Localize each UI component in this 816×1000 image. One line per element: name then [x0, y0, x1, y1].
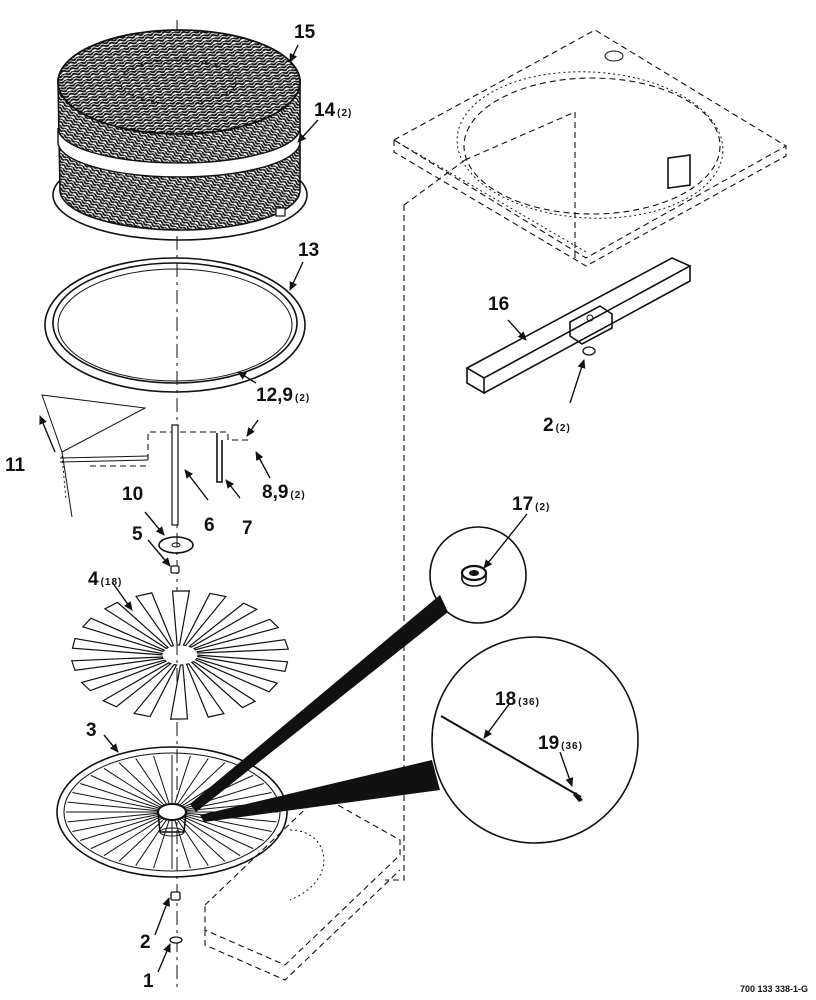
- wheel-spoke: [103, 816, 165, 857]
- wheel-spoke: [67, 812, 161, 823]
- bottom-washer: [169, 936, 183, 944]
- fan-blade: [81, 617, 166, 653]
- wheel-spoke: [103, 767, 165, 808]
- wheel-spoke: [80, 814, 162, 841]
- wheel-spoke: [80, 783, 162, 810]
- bottom-nut: [170, 891, 181, 901]
- callout-1: 1: [143, 971, 154, 992]
- wheel-spoke: [72, 792, 161, 811]
- wheel-spoke: [118, 762, 167, 808]
- wheel-spoke: [90, 815, 164, 850]
- callout-8-9: 8,9(2): [262, 482, 306, 503]
- cross-brace: [465, 154, 692, 395]
- fan-blade: [182, 592, 227, 647]
- nut-5: [170, 565, 180, 574]
- callout-12-9: 12,9(2): [256, 385, 310, 406]
- leader-arrows: [39, 44, 586, 973]
- fan-blade: [194, 657, 279, 693]
- callout-14: 14(2): [314, 100, 352, 121]
- drawing-number: 700 133 338-1-G: [740, 984, 808, 994]
- callout-11: 11: [5, 455, 26, 476]
- gasket-ring: [44, 257, 306, 393]
- fan-blade: [190, 660, 257, 709]
- fan-blade-assembly: [70, 590, 290, 720]
- shaft-rod: [171, 424, 179, 526]
- wheel-spoke: [173, 817, 191, 869]
- callout-7: 7: [242, 518, 253, 539]
- fan-blade: [135, 592, 175, 647]
- wheel-spoke: [175, 817, 209, 866]
- sensor-bracket-assembly: [41, 394, 250, 518]
- wheel-spoke: [153, 755, 171, 807]
- wheel-spoke: [180, 815, 254, 850]
- callout-2-brace: 2(2): [543, 415, 571, 436]
- fan-blade: [71, 637, 163, 656]
- wheel-spoke: [90, 774, 164, 809]
- wheel-spoke: [173, 755, 191, 807]
- fan-blade: [70, 656, 164, 672]
- callout-17: 17(2): [512, 494, 550, 515]
- detail-spoke: [200, 636, 639, 844]
- wheel-spoke: [177, 816, 226, 862]
- fan-blade: [80, 659, 167, 692]
- callout-5: 5: [132, 524, 143, 545]
- guide-line-right: [385, 205, 405, 881]
- fan-blade: [101, 662, 172, 708]
- wheel-spoke: [179, 816, 241, 857]
- callout-19: 19(36): [538, 733, 583, 754]
- wheel-spoke: [67, 801, 161, 812]
- wheel-spoke: [135, 758, 169, 807]
- guide-line-top: [403, 159, 466, 206]
- callout-6: 6: [204, 515, 215, 536]
- fan-blade: [188, 602, 259, 648]
- wheel-spoke: [135, 817, 169, 866]
- callout-2-bottom: 2: [140, 932, 151, 953]
- wheel-spoke: [72, 813, 161, 832]
- fan-blade: [133, 663, 178, 718]
- fan-blade: [197, 654, 289, 673]
- callout-labels: 15 14(2) 13 12,9(2) 11 8,9(2) 10 6 7 5 4…: [5, 22, 583, 992]
- wheel-spoke: [175, 758, 209, 807]
- callout-4: 4(18): [88, 569, 122, 590]
- lint-screen-drum: [52, 29, 308, 241]
- fan-blade: [169, 664, 189, 720]
- callout-10: 10: [122, 484, 143, 505]
- callout-3: 3: [86, 720, 97, 741]
- base-panel: [204, 794, 401, 981]
- callout-13: 13: [298, 240, 319, 261]
- fan-blade: [193, 618, 280, 651]
- fan-blade: [103, 601, 170, 650]
- wheel-spoke: [182, 814, 264, 841]
- callout-18: 18(36): [495, 689, 540, 710]
- wheel-spoke: [153, 817, 171, 869]
- fan-blade: [185, 663, 225, 718]
- wheel-spoke: [118, 816, 167, 862]
- callout-16: 16: [488, 294, 509, 315]
- detail-bearing: [190, 526, 527, 812]
- fan-blade: [171, 590, 191, 646]
- fan-blade: [196, 638, 290, 654]
- wheel-spoke: [177, 762, 226, 808]
- mounting-bracket: [216, 433, 223, 483]
- washer: [158, 536, 194, 554]
- wheel-spoke: [183, 813, 272, 832]
- callout-15: 15: [294, 22, 316, 43]
- top-panel: [392, 29, 788, 267]
